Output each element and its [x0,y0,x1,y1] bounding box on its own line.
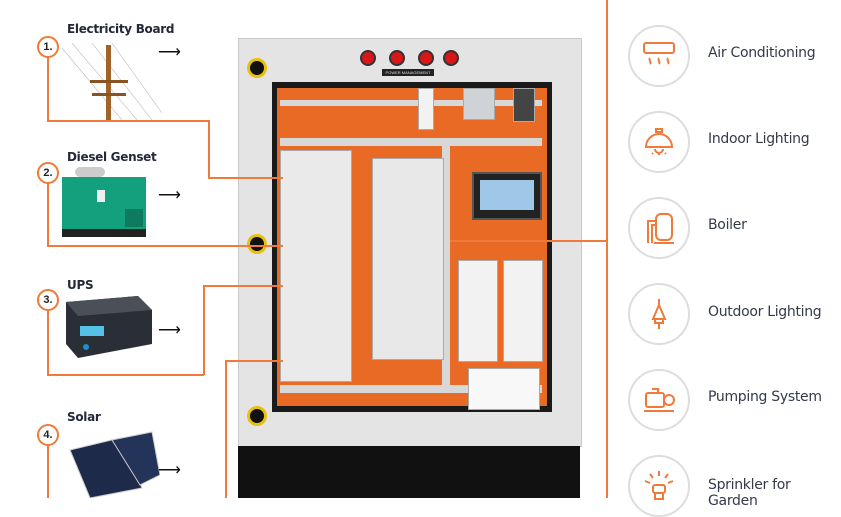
cable-duct [280,138,542,146]
load-label: Boiler [708,217,747,233]
connector-line [47,245,283,247]
pump-icon [644,388,675,412]
cable-duct [442,146,450,386]
arrow-icon: ⟶ [158,462,181,479]
plc-module [418,88,434,130]
connector-line [208,120,210,178]
ceiling-lamp-icon [644,128,674,155]
terminal-box [468,368,540,410]
connector-line [47,180,49,246]
load-icon-circle [628,369,690,431]
hmi-touchscreen[interactable] [472,172,542,220]
load-icon-circle [628,111,690,173]
indicator-lamp [418,50,434,66]
air-conditioner-icon [643,42,675,65]
door-lock-knob[interactable] [247,58,267,78]
din-rail [280,100,542,106]
source-number: 1. [37,36,59,58]
load-label: Sprinkler for Garden [708,477,791,509]
connector-line [47,374,204,376]
arrow-icon: ⟶ [158,44,181,61]
connector-line [225,360,283,362]
door-lock-knob[interactable] [247,406,267,426]
network-switch [513,88,535,122]
breaker-column [503,260,543,362]
plc-module [463,88,495,120]
outdoor-lamp-icon [651,299,667,329]
source-label: UPS [67,278,94,292]
cable-duct [280,385,542,393]
indicator-lamp [360,50,376,66]
source-number: 2. [37,162,59,184]
connector-line [47,442,49,498]
source-label: Electricity Board [67,22,175,36]
source-number: 4. [37,424,59,446]
connector-line [203,285,283,287]
boiler-icon [647,213,674,244]
load-icon-circle [628,25,690,87]
load-label: Pumping System [708,389,822,405]
connector-line [47,307,49,375]
door-lock-knob[interactable] [247,234,267,254]
connector-line [47,120,209,122]
ups-image [66,296,152,358]
panel-base [238,446,580,498]
utility-pole-image [62,43,162,120]
solar-panel-image [69,431,160,498]
connector-line [225,360,227,498]
genset-image [62,167,146,237]
load-icon-circle [628,455,690,517]
load-label: Indoor Lighting [708,131,810,147]
breaker-column [280,150,352,382]
contactor-block [372,158,444,360]
indicator-lamp [389,50,405,66]
indicator-lamp [443,50,459,66]
arrow-icon: ⟶ [158,187,181,204]
load-icon-circle [628,197,690,259]
source-number: 3. [37,289,59,311]
source-label: Diesel Genset [67,150,157,164]
connector-line [208,177,283,179]
connector-line [606,0,608,498]
connector-line [450,240,607,242]
panel-nameplate: POWER MANAGEMENT PANEL [382,69,434,82]
load-icon-circle [628,283,690,345]
connector-line [203,285,205,375]
arrow-icon: ⟶ [158,322,181,339]
source-label: Solar [67,410,101,424]
load-label: Outdoor Lighting [708,304,822,320]
breaker-column [458,260,498,362]
connector-line [47,55,49,121]
load-label: Air Conditioning [708,45,816,61]
